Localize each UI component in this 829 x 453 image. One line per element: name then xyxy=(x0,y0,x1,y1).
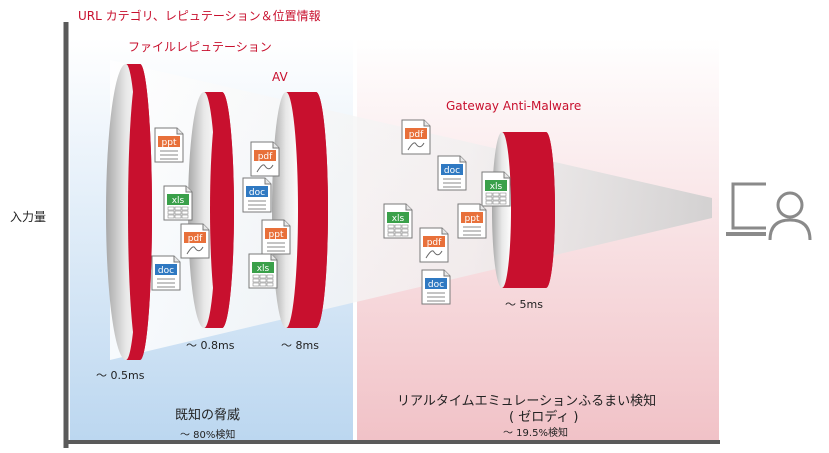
filter-ring-3 xyxy=(272,92,328,328)
filter-ring-4 xyxy=(492,132,555,288)
known-threat-title: 既知の脅威 xyxy=(175,408,241,423)
zeroday-subtitle: ( ゼロディ ) xyxy=(509,410,579,425)
file-type-label: xls xyxy=(490,182,503,192)
filter-ring-1 xyxy=(106,64,152,360)
file-type-label: doc xyxy=(444,166,460,176)
file-xls-icon: xls xyxy=(163,185,193,221)
file-type-label: ppt xyxy=(465,214,480,224)
file-type-label: pdf xyxy=(258,152,273,162)
file-xls-icon: xls xyxy=(248,253,278,289)
url-category-label: URL カテゴリ、レピュテーション＆位置情報 xyxy=(78,9,321,23)
latency-filter-4: ～ 5ms xyxy=(505,298,543,311)
file-type-label: xls xyxy=(257,264,270,274)
latency-filter-1: ～ 0.5ms xyxy=(96,369,145,382)
latency-filter-3: ～ 8ms xyxy=(281,339,319,352)
y-axis-label: 入力量 xyxy=(10,210,47,224)
gateway-label: Gateway Anti-Malware xyxy=(446,99,582,113)
user-computer-icon xyxy=(726,181,818,241)
zeroday-percent: ～ 19.5%検知 xyxy=(503,428,568,439)
file-type-label: pdf xyxy=(427,238,442,248)
file-type-label: ppt xyxy=(269,230,284,240)
av-label: AV xyxy=(272,70,288,84)
file-type-label: doc xyxy=(249,188,265,198)
file-ppt-icon: ppt xyxy=(154,127,184,163)
file-type-label: xls xyxy=(172,196,185,206)
file-pdf-icon: pdf xyxy=(250,141,280,177)
file-reputation-label: ファイルレピュテーション xyxy=(128,40,272,54)
filter-ring-2 xyxy=(188,92,234,328)
file-ppt-icon: ppt xyxy=(457,203,487,239)
file-doc-icon: doc xyxy=(151,255,181,291)
file-doc-icon: doc xyxy=(437,155,467,191)
file-doc-icon: doc xyxy=(421,269,451,305)
file-type-label: pdf xyxy=(409,130,424,140)
file-type-label: pdf xyxy=(188,234,203,244)
file-type-label: ppt xyxy=(162,138,177,148)
file-ppt-icon: ppt xyxy=(261,219,291,255)
known-threat-percent: ～ 80%検知 xyxy=(180,430,236,441)
zeroday-title: リアルタイムエミュレーションふるまい検知 xyxy=(397,394,657,409)
file-pdf-icon: pdf xyxy=(180,223,210,259)
file-doc-icon: doc xyxy=(242,177,272,213)
file-type-label: doc xyxy=(158,266,174,276)
file-type-label: xls xyxy=(392,214,405,224)
file-pdf-icon: pdf xyxy=(401,119,431,155)
file-pdf-icon: pdf xyxy=(419,227,449,263)
latency-filter-2: ～ 0.8ms xyxy=(186,339,235,352)
file-xls-icon: xls xyxy=(383,203,413,239)
file-type-label: doc xyxy=(428,280,444,290)
file-xls-icon: xls xyxy=(481,171,511,207)
